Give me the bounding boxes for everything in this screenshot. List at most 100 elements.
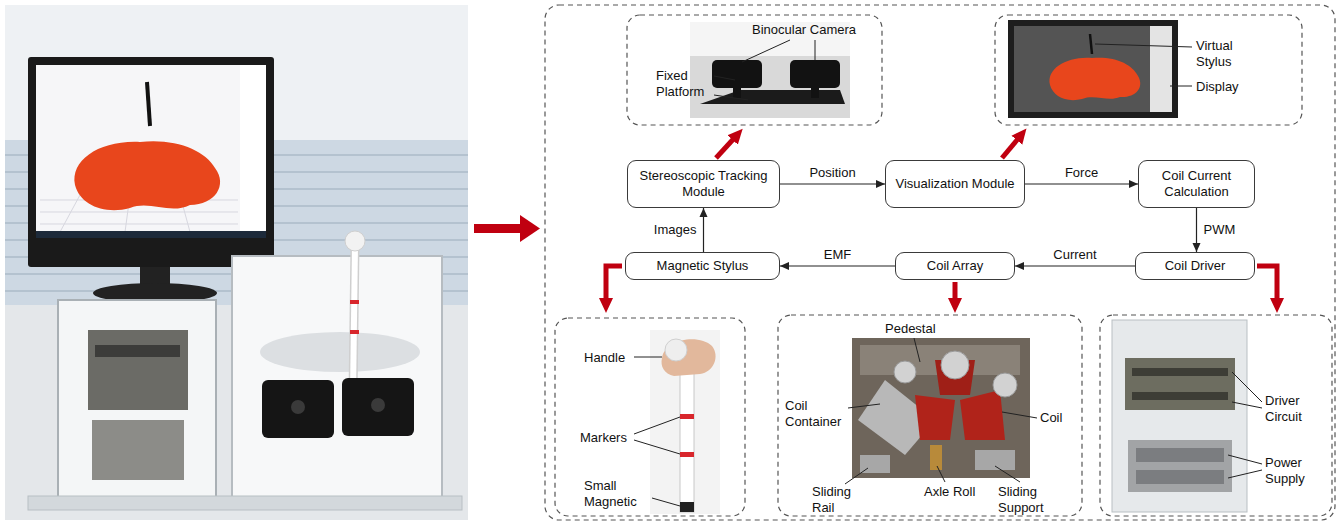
setup-photo xyxy=(36,231,266,238)
dashed-panel xyxy=(555,318,745,516)
dashed-panel xyxy=(995,15,1302,125)
process-box: Visualization Module xyxy=(885,160,1025,208)
red-arrow xyxy=(606,134,1277,306)
process-box: Magnetic Stylus xyxy=(625,252,780,280)
box-text: Coil Driver xyxy=(1165,258,1226,274)
leader-line xyxy=(1228,455,1262,464)
setup-photo xyxy=(350,330,359,334)
part-label: Coil xyxy=(1040,410,1062,426)
leader-line xyxy=(742,40,790,62)
setup-photo xyxy=(5,5,468,520)
leader-line xyxy=(914,338,920,362)
red-arrow xyxy=(716,134,738,158)
stylus-photo xyxy=(650,330,720,514)
setup-photo xyxy=(74,141,220,210)
driver-photo xyxy=(1132,368,1228,376)
signal-label: Force xyxy=(1063,166,1100,181)
coil-photo xyxy=(852,338,1030,478)
setup-photo xyxy=(147,82,150,126)
part-label: Driver Circuit xyxy=(1265,393,1321,424)
box-text: Coil Current Calculation xyxy=(1145,168,1248,199)
big-red-arrow xyxy=(520,215,540,242)
flow-arrow xyxy=(780,265,895,266)
leader-line xyxy=(634,417,680,434)
leader-line xyxy=(652,498,680,506)
stylus-photo xyxy=(665,339,687,361)
dashed-panel xyxy=(545,5,1335,520)
camera-photo xyxy=(733,88,741,98)
leader-line xyxy=(634,357,662,358)
part-label: Pedestal xyxy=(885,321,936,337)
setup-photo xyxy=(92,420,184,480)
flow-arrow xyxy=(780,183,885,184)
camera-photo xyxy=(700,90,845,104)
coil-photo xyxy=(960,390,1005,440)
coil-photo xyxy=(894,361,916,383)
box-text: Stereoscopic Tracking Module xyxy=(634,168,773,199)
red-arrow xyxy=(1257,266,1277,306)
leader-line xyxy=(1232,372,1262,402)
setup-photo xyxy=(232,256,442,500)
leader-line xyxy=(1170,86,1192,87)
coil-photo xyxy=(941,351,969,379)
part-label: Display xyxy=(1196,79,1239,95)
stylus-photo xyxy=(662,339,716,376)
box-text: Magnetic Stylus xyxy=(657,258,749,274)
stylus-photo xyxy=(680,452,694,457)
setup-photo xyxy=(353,245,355,395)
setup-photo xyxy=(342,378,414,436)
part-label: Sliding Support xyxy=(998,484,1060,515)
leader-line xyxy=(845,468,868,484)
leader-line xyxy=(714,95,748,100)
box-text: Coil Array xyxy=(927,258,983,274)
leader-line xyxy=(634,40,1262,506)
driver-photo xyxy=(1136,470,1224,484)
signal-label: Images xyxy=(652,223,699,238)
flow-arrow xyxy=(703,208,704,252)
signal-label: PWM xyxy=(1202,223,1238,238)
display-photo xyxy=(1090,34,1092,54)
display-photo xyxy=(1150,26,1172,112)
driver-photo xyxy=(1132,392,1228,400)
coil-photo xyxy=(975,450,1015,470)
big-red-arrow xyxy=(474,215,540,242)
part-label: Small Magnetic xyxy=(584,478,650,509)
coil-photo xyxy=(915,395,955,440)
display-photo xyxy=(1050,58,1141,100)
leader-line xyxy=(1232,402,1262,408)
setup-photo xyxy=(353,245,355,395)
stylus-photo xyxy=(650,330,720,514)
signal-label: Position xyxy=(807,166,857,181)
driver-photo xyxy=(1112,320,1247,512)
display-photo xyxy=(1008,20,1178,118)
setup-photo xyxy=(40,224,238,225)
setup-photo xyxy=(260,332,420,372)
display-photo xyxy=(1014,26,1172,112)
process-box: Coil Driver xyxy=(1135,252,1255,280)
leader-line xyxy=(714,76,735,80)
process-box: Coil Current Calculation xyxy=(1138,160,1255,208)
driver-photo xyxy=(1128,440,1232,492)
red-arrow xyxy=(1002,134,1022,158)
setup-photo xyxy=(5,5,468,520)
setup-photo xyxy=(40,212,238,213)
stylus-photo xyxy=(680,502,694,512)
setup-photo xyxy=(371,398,385,412)
flow-arrow xyxy=(1196,208,1197,252)
coil-photo xyxy=(930,445,942,470)
stylus-photo xyxy=(680,352,694,512)
setup-photo xyxy=(58,300,216,500)
setup-photo xyxy=(291,400,305,414)
setup-photo xyxy=(95,345,180,357)
part-label: Virtual Stylus xyxy=(1196,38,1252,69)
part-label: Axle Roll xyxy=(924,484,975,500)
flow-arrow xyxy=(1015,265,1135,266)
camera-photo xyxy=(811,88,819,98)
setup-photo xyxy=(36,65,266,237)
driver-photo xyxy=(1112,320,1247,512)
coil-photo xyxy=(852,338,1030,478)
box-text: Visualization Module xyxy=(896,176,1015,192)
leader-line xyxy=(1002,412,1037,418)
dashed-panel xyxy=(778,315,1082,516)
